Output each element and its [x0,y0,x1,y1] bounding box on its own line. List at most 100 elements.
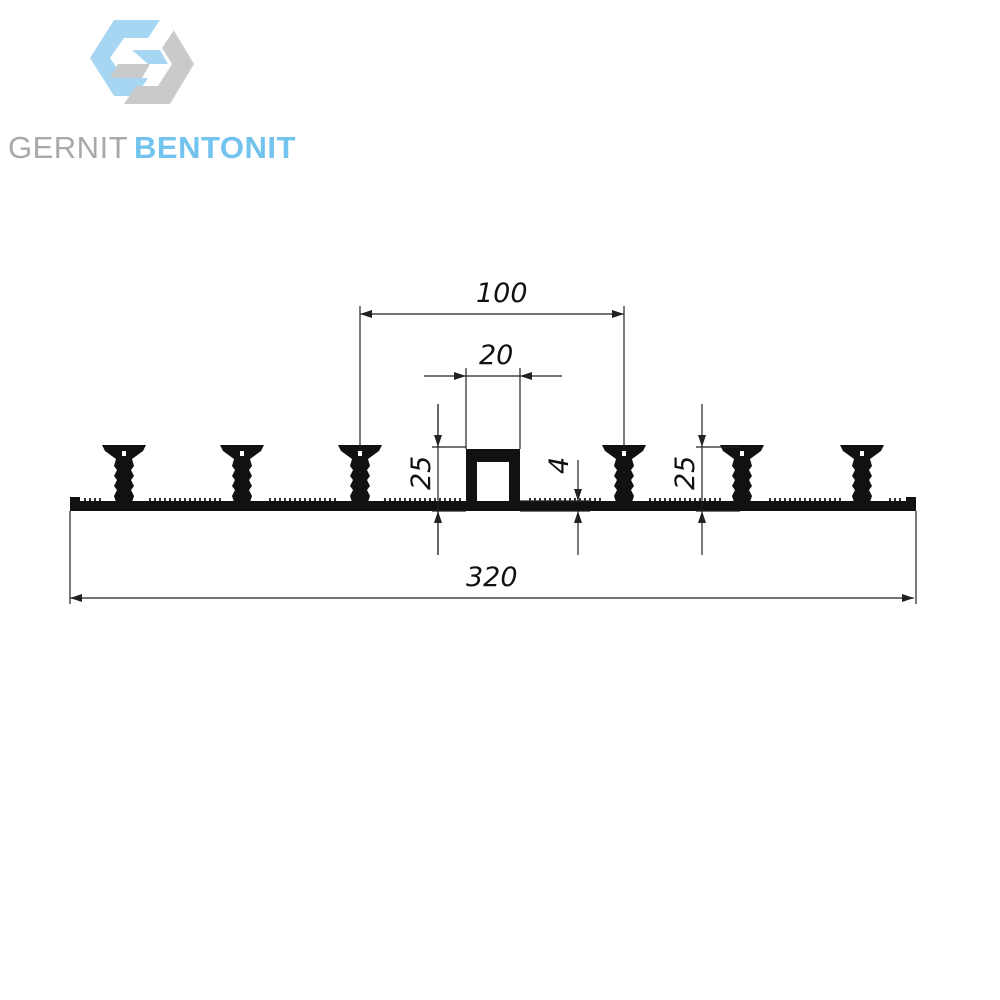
base-serration [819,498,821,501]
gernit-bentonit-logo: GERNIT BENTONIT [0,0,300,180]
base-strip [70,497,916,511]
base-serration [594,498,596,501]
base-serration [449,498,451,501]
base-serration [214,498,216,501]
base-serration [704,498,706,501]
base-serration [429,498,431,501]
base-serration [569,498,571,501]
base-serration [684,498,686,501]
base-serration [99,498,101,501]
anchor-rib-notch [122,451,126,456]
base-serration [179,498,181,501]
dim-label-4: 4 [544,457,575,474]
base-serration [204,498,206,501]
logo-mark-grey-bar [110,64,150,78]
base-serration [814,498,816,501]
base-serration [334,498,336,501]
base-serration [269,498,271,501]
anchor-rib-5 [720,445,764,502]
base-serration [294,498,296,501]
base-serration [774,498,776,501]
base-serration [424,498,426,501]
base-serration [794,498,796,501]
base-serration [199,498,201,501]
base-serration [404,498,406,501]
logo-word-gernit: GERNIT [8,130,129,165]
dim-label-25-right: 25 [670,456,701,490]
base-serration [894,498,896,501]
anchor-rib-1 [102,445,146,502]
base-serration [419,498,421,501]
base-serration [664,498,666,501]
base-serration [799,498,801,501]
anchor-rib-2 [220,445,264,502]
base-serration [679,498,681,501]
base-serration [699,498,701,501]
logo-mark-grey [124,24,194,104]
dim-label-20: 20 [479,340,513,371]
dim-label-25-left: 25 [406,456,437,490]
base-serration [539,498,541,501]
base-serration [809,498,811,501]
base-serration [409,498,411,501]
base-serration [174,498,176,501]
base-serration [279,498,281,501]
base-serration [154,498,156,501]
base-serration [194,498,196,501]
hexagon-g-logo-icon [90,20,194,104]
base-serration [709,498,711,501]
logo-mark-blue [90,20,160,96]
base-serration [439,498,441,501]
logo-word-bentonit: BENTONIT [134,130,296,165]
anchor-rib-notch [622,451,626,456]
base-serration [389,498,391,501]
base-serrations [84,498,901,501]
base-serration [889,498,891,501]
base-serration [164,498,166,501]
anchor-rib-notch [240,451,244,456]
dim-label-100: 100 [476,278,528,309]
base-serration [304,498,306,501]
base-serration [149,498,151,501]
base-serration [329,498,331,501]
base-serration [599,498,601,501]
base-serration [789,498,791,501]
base-serration [714,498,716,501]
base-serration [159,498,161,501]
dim-label-320: 320 [466,562,518,593]
base-serration [319,498,321,501]
base-serration [169,498,171,501]
base-serration [289,498,291,501]
base-serration [674,498,676,501]
base-serration [309,498,311,501]
base-serration [89,498,91,501]
base-serration [824,498,826,501]
base-serration [584,498,586,501]
anchor-rib-notch [358,451,362,456]
base-serration [829,498,831,501]
anchor-rib-6 [840,445,884,502]
base-serration [84,498,86,501]
base-serration [719,498,721,501]
logo-mark-blue-bar [132,50,168,64]
base-serration [399,498,401,501]
base-serration [209,498,211,501]
center-bulb [466,449,520,506]
base-serration [654,498,656,501]
base-serration [274,498,276,501]
base-serration [544,498,546,501]
anchor-ribs [102,445,884,502]
base-serration [779,498,781,501]
base-serration [219,498,221,501]
base-serration [839,498,841,501]
base-serration [384,498,386,501]
base-serration [689,498,691,501]
base-serration [804,498,806,501]
base-serration [659,498,661,501]
base-serration [784,498,786,501]
base-serration [529,498,531,501]
base-serration [769,498,771,501]
profile-cross-section [70,445,916,511]
base-serration [444,498,446,501]
base-serration [899,498,901,501]
